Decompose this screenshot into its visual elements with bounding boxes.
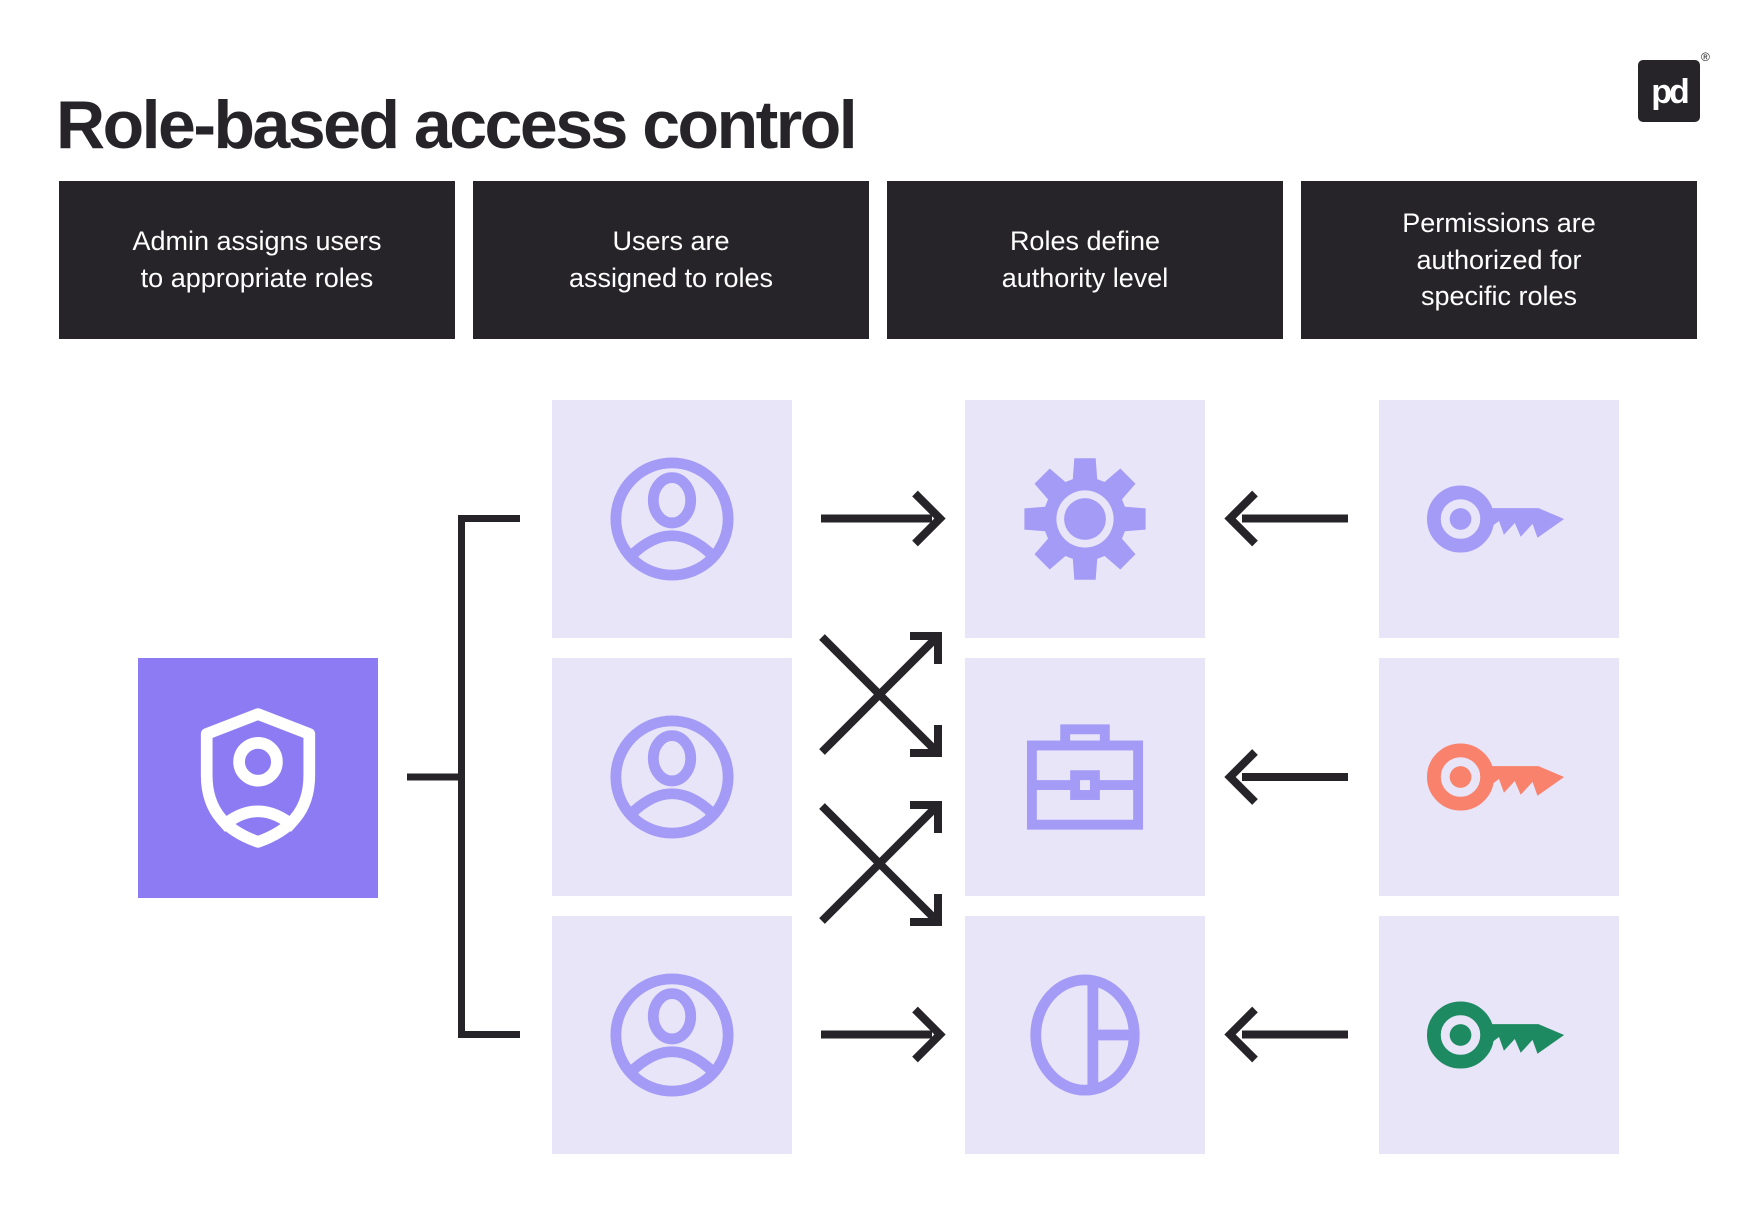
svg-text:pd: pd bbox=[1651, 73, 1688, 111]
permission-tile-2 bbox=[1379, 658, 1619, 896]
user-icon bbox=[610, 973, 734, 1097]
permission-tile-1 bbox=[1379, 400, 1619, 638]
arrow-left-row3 bbox=[1224, 1006, 1348, 1063]
user-icon bbox=[610, 715, 734, 839]
role-tile-analyst bbox=[965, 916, 1205, 1154]
user-icon bbox=[610, 457, 734, 581]
step-box-admin-assigns: Admin assigns users to appropriate roles bbox=[59, 181, 455, 339]
pie-chart-icon bbox=[1030, 974, 1140, 1096]
step-box-users-assigned: Users are assigned to roles bbox=[473, 181, 869, 339]
admin-tile bbox=[138, 658, 378, 898]
user-tile-2 bbox=[552, 658, 792, 896]
key-icon bbox=[1426, 743, 1565, 811]
step-box-roles-define: Roles define authority level bbox=[887, 181, 1283, 339]
step-box-permissions-authorized: Permissions are authorized for specific … bbox=[1301, 181, 1697, 339]
permission-tile-3 bbox=[1379, 916, 1619, 1154]
bracket-connector bbox=[458, 515, 520, 1038]
page-title: Role-based access control bbox=[56, 86, 858, 163]
pd-logo-icon: pd bbox=[1638, 60, 1700, 122]
cross-arrows-upper bbox=[819, 632, 942, 757]
key-icon bbox=[1426, 485, 1565, 553]
arrow-left-row1 bbox=[1224, 490, 1348, 547]
arrow-right-row1 bbox=[821, 490, 946, 547]
role-tile-admin bbox=[965, 400, 1205, 638]
shield-user-icon bbox=[200, 708, 316, 848]
key-icon bbox=[1426, 1001, 1565, 1069]
cross-arrows-lower bbox=[819, 801, 942, 926]
gear-icon bbox=[1024, 458, 1146, 580]
briefcase-icon bbox=[1026, 724, 1144, 830]
arrow-left-row2 bbox=[1224, 749, 1348, 805]
user-tile-3 bbox=[552, 916, 792, 1154]
role-tile-manager bbox=[965, 658, 1205, 896]
registered-mark: ® bbox=[1701, 50, 1710, 64]
arrow-right-row3 bbox=[821, 1006, 946, 1063]
pandadoc-logo: pd bbox=[1638, 60, 1700, 122]
user-tile-1 bbox=[552, 400, 792, 638]
